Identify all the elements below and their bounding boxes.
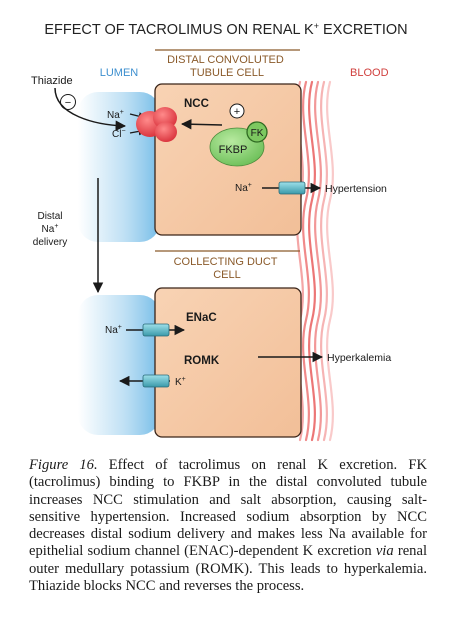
- figure-title: EFFECT OF TACROLIMUS ON RENAL K+ EXCRETI…: [44, 21, 407, 38]
- enac-channel: [142, 323, 170, 337]
- fk-label: FK: [251, 128, 264, 139]
- dct-header: DISTAL CONVOLUTED TUBULE CELL: [167, 54, 287, 79]
- plus-sign: +: [234, 106, 240, 118]
- blood-label: BLOOD: [350, 67, 389, 79]
- na-out-label: Na+: [235, 182, 252, 194]
- k-romk-label: K+: [175, 376, 186, 388]
- hypertension-label: Hypertension: [325, 183, 387, 195]
- caption-text-2: renal outer medullary potassium (ROMK). …: [29, 543, 427, 595]
- thiazide-minus-sign: −: [65, 97, 71, 109]
- distal-na-label: Na+: [42, 223, 59, 235]
- caption-label: Figure 16.: [29, 457, 98, 473]
- romk-channel: [142, 374, 170, 388]
- enac-label: ENaC: [186, 312, 217, 324]
- lumen-glow-bottom: [78, 295, 160, 435]
- na-enac-label: Na+: [105, 324, 122, 336]
- cl-ncc-label: Cl−: [112, 128, 126, 140]
- ncc-label: NCC: [184, 98, 209, 110]
- cd-header: COLLECTING DUCT CELL: [174, 256, 281, 281]
- caption-text: Effect of tacrolimus on renal K excretio…: [29, 457, 427, 560]
- romk-label: ROMK: [184, 355, 220, 367]
- blood-vessel-lines: [296, 80, 334, 442]
- fk-drug: [246, 121, 268, 143]
- ncc-transporter: [136, 107, 177, 142]
- lumen-label: LUMEN: [100, 67, 139, 79]
- caption-via: via: [375, 543, 394, 560]
- thiazide-arrow: [54, 87, 127, 131]
- hyperkalemia-label: Hyperkalemia: [327, 352, 391, 364]
- na-channel-top: [278, 181, 306, 195]
- na-ncc-label: Na+: [107, 109, 124, 121]
- fkbp-label: FKBP: [219, 144, 248, 156]
- thiazide-minus-circle: [60, 94, 76, 110]
- plus-circle: [229, 103, 245, 119]
- delivery-label: delivery: [33, 237, 67, 248]
- distal-label: Distal: [37, 211, 62, 222]
- collecting-duct-cell: [154, 287, 302, 438]
- thiazide-label: Thiazide: [31, 75, 73, 87]
- stimulation-arrow: [180, 118, 223, 130]
- figure-caption: Figure 16. Effect of tacrolimus on renal…: [29, 457, 427, 595]
